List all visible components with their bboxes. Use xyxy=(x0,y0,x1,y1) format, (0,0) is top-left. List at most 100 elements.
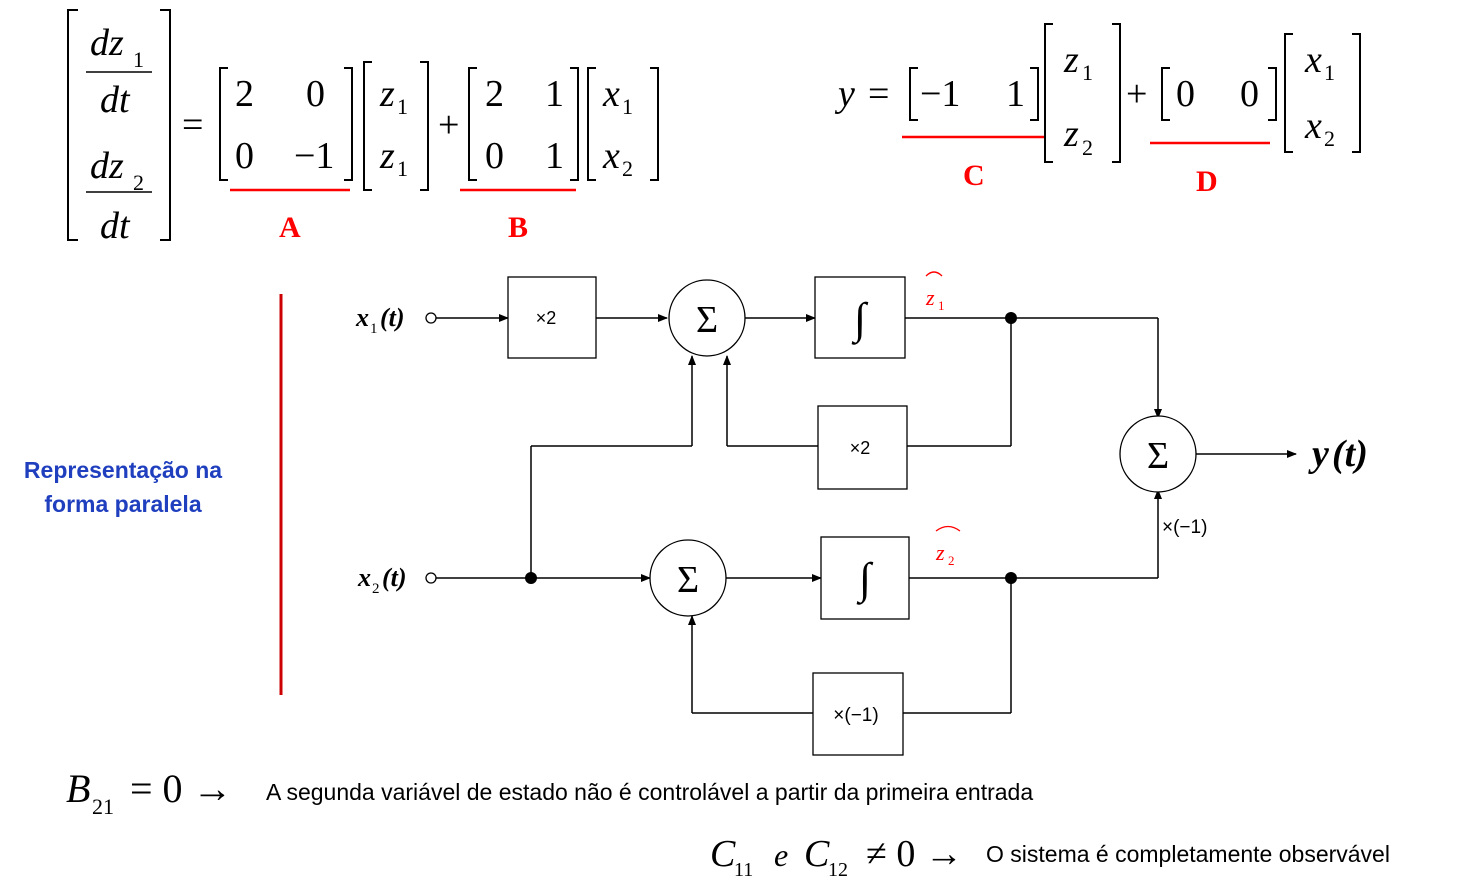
C-12: 1 xyxy=(1006,73,1025,115)
lhs-row2-subscript: 2 xyxy=(133,170,144,195)
note1-B-sub: 21 xyxy=(92,794,114,819)
lhs-row2-numerator: dz xyxy=(90,145,124,187)
svg-text:(t): (t) xyxy=(1332,433,1368,475)
label-D: D xyxy=(1196,165,1218,198)
input-vector-r1-sub: 1 xyxy=(622,94,633,119)
output-state-vector: z 1 z 2 xyxy=(1044,23,1121,163)
observability-note: C 11 e C 12 ≠ 0 → O sistema é completame… xyxy=(710,833,1390,876)
lhs-row1-numerator: dz xyxy=(90,22,124,64)
state1-label: z 1 xyxy=(925,271,945,313)
output-lhs: y xyxy=(834,73,855,115)
input1-label: x 1 (t) xyxy=(355,303,405,337)
note2-C11-sub: 11 xyxy=(734,859,753,876)
input1-terminal xyxy=(425,312,437,324)
gain-block-top xyxy=(507,276,597,359)
state-vector-r1: z xyxy=(379,73,395,115)
side-label-line2: forma paralela xyxy=(44,491,201,517)
integrator2-symbol: ∫ xyxy=(856,554,874,605)
state2-label: z 2 xyxy=(935,525,961,568)
output-input-r2-sub: 2 xyxy=(1324,126,1335,151)
branch-node-input2 xyxy=(525,572,537,584)
sum1-symbol: Σ xyxy=(696,299,718,341)
output-state-r2-sub: 2 xyxy=(1082,135,1093,160)
equals-sign: = xyxy=(182,104,203,146)
B-12: 1 xyxy=(545,73,564,115)
C-11: −1 xyxy=(920,73,960,115)
output-input-vector: x 1 x 2 xyxy=(1284,33,1361,153)
note1-text: A segunda variável de estado não é contr… xyxy=(266,779,1033,805)
note2-C11: C xyxy=(710,833,736,875)
svg-text:(t): (t) xyxy=(380,303,405,332)
note2-C12: C xyxy=(804,833,830,875)
input-vector-r1: x xyxy=(602,73,620,115)
output-input-r1: x xyxy=(1304,39,1322,81)
note2-text: O sistema é completamente observável xyxy=(986,841,1390,867)
plus-sign: + xyxy=(438,104,459,146)
output-state-r1-sub: 1 xyxy=(1082,60,1093,85)
sum-output-symbol: Σ xyxy=(1147,435,1169,477)
gain-feedback-bottom-label: ×(−1) xyxy=(833,705,878,726)
sum2-symbol: Σ xyxy=(677,559,699,601)
integrator-1 xyxy=(814,276,906,359)
side-label: Representação na forma paralela xyxy=(24,457,222,517)
note2-C12-sub: 12 xyxy=(828,859,848,876)
output-plus: + xyxy=(1126,73,1147,115)
state-vector: z 1 z 1 xyxy=(363,61,429,191)
output-label: y (t) xyxy=(1308,433,1368,475)
lhs-row2: dz 2 dt xyxy=(86,145,152,247)
output-state-r2: z xyxy=(1063,113,1079,155)
svg-text:y: y xyxy=(1308,433,1329,475)
output-equation: y = −1 1 C z 1 z 2 + 0 0 D xyxy=(834,23,1361,198)
output-equals: = xyxy=(868,73,889,115)
svg-text:1: 1 xyxy=(938,298,945,313)
B-11: 2 xyxy=(485,73,504,115)
gain-feedback-top-label: ×2 xyxy=(850,438,871,458)
svg-text:(t): (t) xyxy=(382,563,407,592)
svg-text:z: z xyxy=(935,540,945,565)
block-diagram: x 1 (t) ×2 Σ ∫ z 1 ×2 xyxy=(355,271,1368,756)
output-input-r1-sub: 1 xyxy=(1324,60,1335,85)
gain-block-feedback-bottom xyxy=(812,672,904,756)
svg-text:x: x xyxy=(357,563,371,592)
lhs-row1-denominator: dt xyxy=(100,79,131,121)
input-vector-r2-sub: 2 xyxy=(622,156,633,181)
A-12: 0 xyxy=(306,73,325,115)
A-22: −1 xyxy=(294,135,334,177)
A-11: 2 xyxy=(235,73,254,115)
gain-top-label: ×2 xyxy=(536,308,557,328)
matrix-A: 2 0 0 −1 xyxy=(219,67,353,181)
state-vector-r1-sub: 1 xyxy=(397,94,408,119)
D-12: 0 xyxy=(1240,73,1259,115)
state-vector-r2: z xyxy=(379,135,395,177)
matrix-D: 0 0 xyxy=(1161,67,1277,121)
note2-conj: e xyxy=(774,837,788,873)
svg-text:2: 2 xyxy=(948,553,955,568)
output-gain-label: ×(−1) xyxy=(1162,517,1207,538)
integrator1-symbol: ∫ xyxy=(851,294,869,345)
label-A: A xyxy=(279,211,301,244)
lhs-row2-denominator: dt xyxy=(100,205,131,247)
A-21: 0 xyxy=(235,135,254,177)
label-B: B xyxy=(508,211,528,244)
B-21: 0 xyxy=(485,135,504,177)
label-C: C xyxy=(963,159,985,192)
state-equation: dz 1 dt dz 2 dt = 2 0 0 −1 A z 1 xyxy=(67,9,659,247)
D-11: 0 xyxy=(1176,73,1195,115)
svg-text:x: x xyxy=(355,303,369,332)
input2-label: x 2 (t) xyxy=(357,563,407,597)
matrix-C: −1 1 xyxy=(909,67,1039,121)
lhs-row1-subscript: 1 xyxy=(133,47,144,72)
input-vector: x 1 x 2 xyxy=(587,67,659,181)
controllability-note: B 21 = 0 → A segunda variável de estado … xyxy=(66,766,1033,819)
note1-relation: = 0 → xyxy=(130,766,233,811)
gain-block-feedback-top xyxy=(817,405,908,490)
input-vector-r2: x xyxy=(602,135,620,177)
side-label-line1: Representação na xyxy=(24,457,222,483)
output-state-r1: z xyxy=(1063,39,1079,81)
output-input-r2: x xyxy=(1304,105,1322,147)
input2-terminal xyxy=(425,572,437,584)
matrix-B: 2 1 0 1 xyxy=(468,67,579,181)
svg-text:z: z xyxy=(925,285,935,310)
lhs-row1: dz 1 dt xyxy=(86,22,152,121)
